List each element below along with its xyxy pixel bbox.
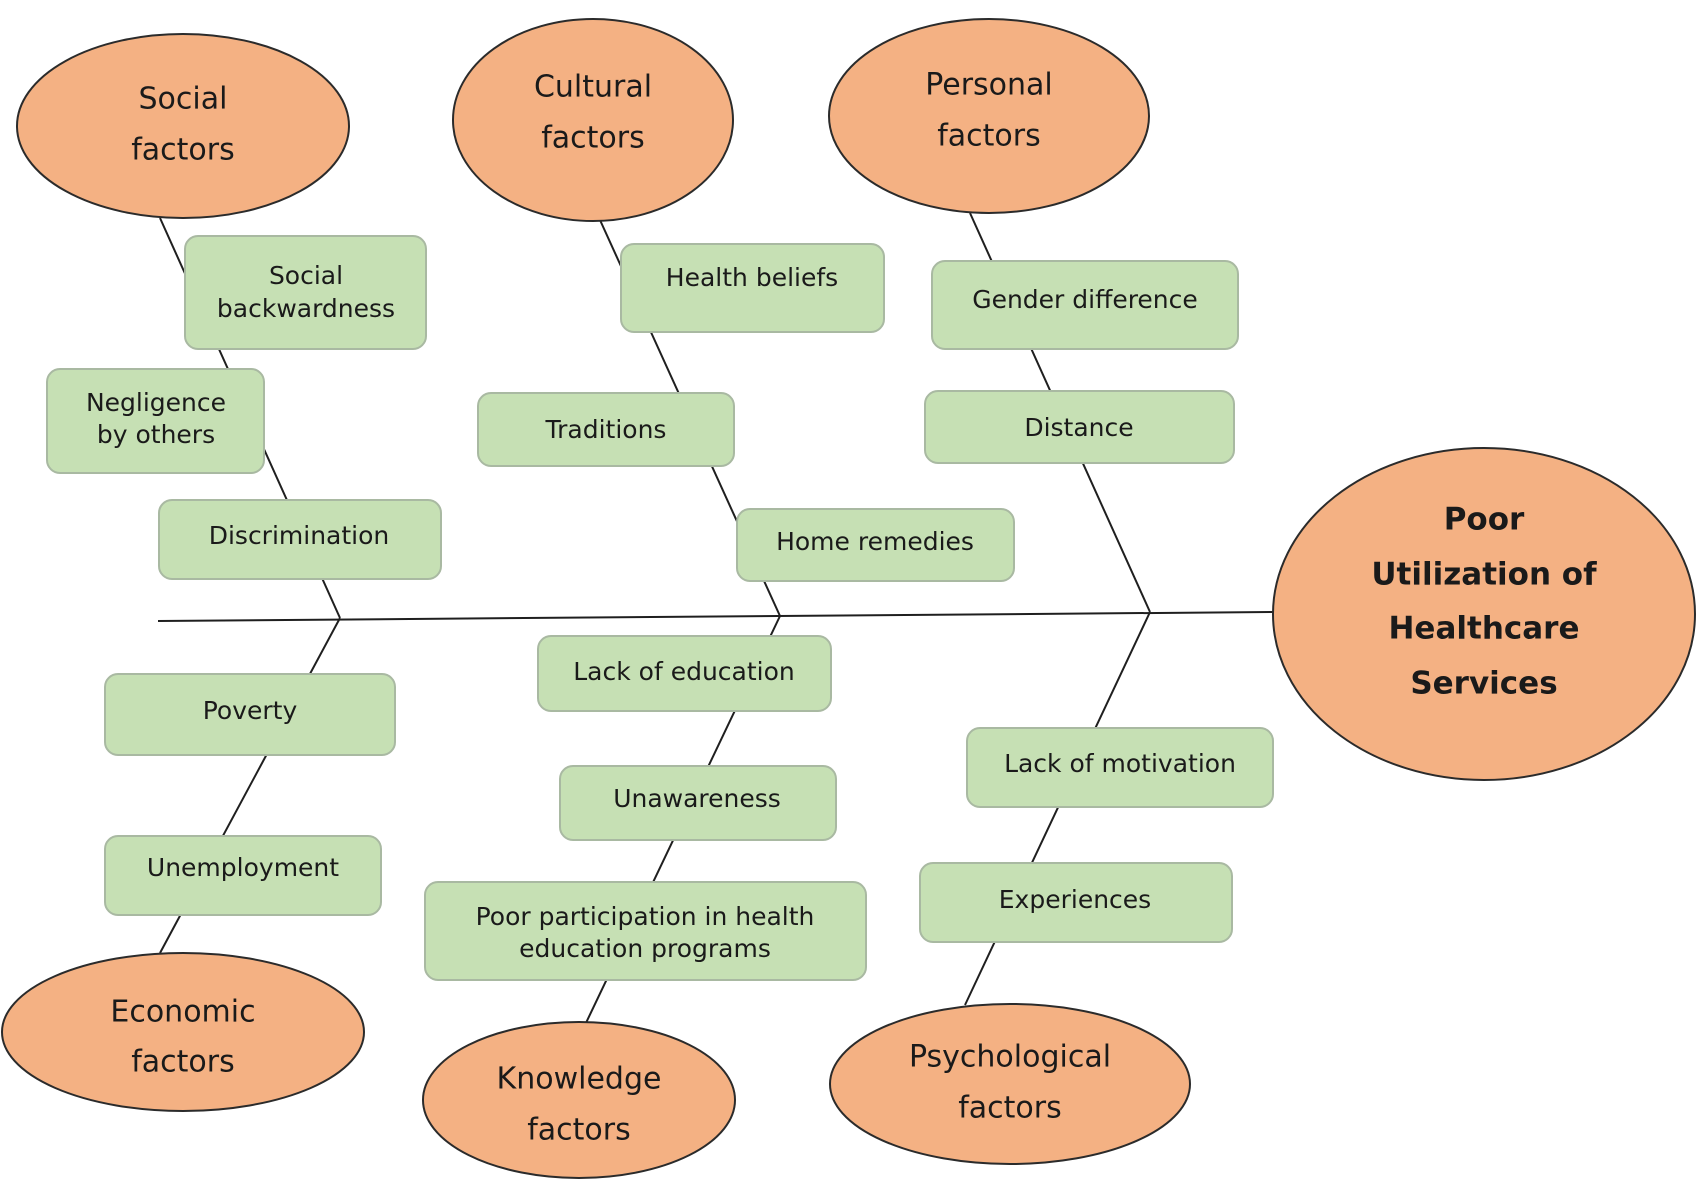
cause-label: Negligence: [86, 388, 226, 417]
cause-label: Traditions: [545, 415, 667, 444]
cause-poor-participation: Poor participation in health education p…: [424, 881, 867, 981]
cause-label: Health beliefs: [666, 263, 838, 292]
category-label: Social: [139, 82, 228, 117]
category-social: Social factors: [16, 33, 350, 219]
category-label: Knowledge: [497, 1062, 662, 1097]
effect-label: Utilization of: [1371, 557, 1597, 593]
cause-experiences: Experiences: [919, 862, 1233, 943]
category-knowledge: Knowledge factors: [422, 1021, 736, 1179]
cause-label: Lack of education: [573, 657, 795, 686]
cause-label: Poor participation in health: [476, 902, 815, 931]
category-label: factors: [541, 121, 645, 156]
cause-label: backwardness: [217, 294, 395, 323]
cause-label: Distance: [1024, 413, 1133, 442]
category-label: Cultural: [534, 70, 652, 105]
cause-social-backwardness: Social backwardness: [184, 235, 427, 350]
effect-label: Poor: [1444, 502, 1525, 538]
cause-label: Unemployment: [147, 853, 339, 882]
category-label: factors: [958, 1091, 1062, 1126]
cause-traditions: Traditions: [477, 392, 735, 467]
cause-label: Gender difference: [972, 285, 1198, 314]
cause-unemployment: Unemployment: [104, 835, 382, 916]
cause-home-remedies: Home remedies: [736, 508, 1015, 582]
bone-psychological: [964, 611, 1151, 1006]
category-label: factors: [131, 133, 235, 168]
cause-health-beliefs: Health beliefs: [620, 243, 885, 333]
category-label: Personal: [925, 68, 1053, 103]
spine-line: [157, 611, 1276, 622]
category-label: Economic: [110, 995, 255, 1030]
category-label: factors: [131, 1045, 235, 1080]
effect-poor-utilization: Poor Utilization of Healthcare Services: [1272, 447, 1696, 781]
cause-distance: Distance: [924, 390, 1235, 464]
cause-label: Poverty: [203, 696, 298, 725]
category-psychological: Psychological factors: [829, 1003, 1191, 1165]
cause-label: Social: [269, 261, 343, 290]
effect-label: Healthcare: [1388, 611, 1579, 647]
category-economic: Economic factors: [1, 952, 365, 1112]
cause-discrimination: Discrimination: [158, 499, 442, 580]
cause-gender-difference: Gender difference: [931, 260, 1239, 350]
category-label: factors: [937, 119, 1041, 154]
cause-unawareness: Unawareness: [559, 765, 837, 841]
category-label: Psychological: [909, 1040, 1111, 1075]
cause-lack-of-motivation: Lack of motivation: [966, 727, 1274, 808]
cause-label: education programs: [519, 934, 771, 963]
category-label: factors: [527, 1113, 631, 1148]
cause-label: Lack of motivation: [1004, 749, 1236, 778]
cause-label: Experiences: [999, 885, 1151, 914]
category-personal: Personal factors: [828, 18, 1150, 214]
cause-poverty: Poverty: [104, 673, 396, 756]
category-cultural: Cultural factors: [452, 18, 734, 222]
cause-label: Home remedies: [776, 527, 974, 556]
effect-label: Services: [1410, 666, 1557, 702]
cause-label: Unawareness: [613, 784, 781, 813]
cause-negligence-by-others: Negligence by others: [46, 368, 265, 474]
cause-lack-of-education: Lack of education: [537, 635, 832, 712]
cause-label: by others: [97, 420, 215, 449]
cause-label: Discrimination: [209, 521, 390, 550]
